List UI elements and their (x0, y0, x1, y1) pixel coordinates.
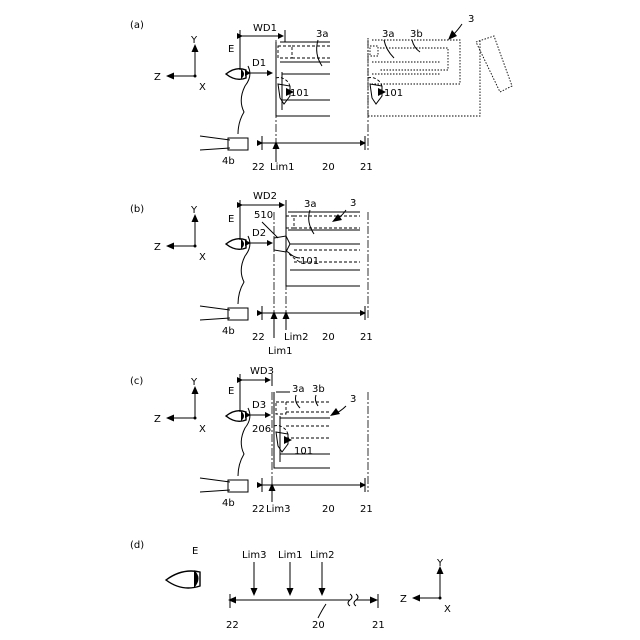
panel-b: (b) Y Z X E 4b WD2 (130, 191, 373, 357)
panel-d-lim1-marker: Lim1 (278, 550, 302, 596)
panel-b-axis-z: Z (154, 242, 161, 253)
panel-c-chin-rest: 4b (200, 478, 248, 509)
panel-c-axis-z: Z (154, 414, 161, 425)
panel-c-base-20: 20 (322, 504, 335, 515)
panel-a-eye-label: E (228, 44, 234, 55)
panel-c-base-21: 21 (360, 504, 373, 515)
panel-a-lim1-label: Lim1 (270, 162, 294, 173)
panel-d-axis-triad: Y Z X (400, 558, 451, 615)
panel-b-chin-rest: 4b (200, 306, 248, 337)
panel-a-housing-3a: 3a (276, 29, 330, 116)
panel-b-ref-101: 101 (300, 256, 319, 267)
panel-c-tag: (c) (130, 376, 143, 387)
panel-a-base-20: 20 (322, 162, 335, 173)
panel-a-ref-101-right: 101 (384, 88, 403, 99)
panel-a-chin-rest: 4b (200, 136, 248, 167)
panel-b-eye: E (226, 214, 250, 304)
panel-b-ref-510: 510 (254, 210, 273, 221)
panel-c-eye-label: E (228, 386, 234, 397)
panel-c-housing: 3a 3b 3 (274, 384, 356, 468)
panel-d-lim2-marker: Lim2 (310, 550, 334, 596)
panel-c-part-a: 3a (292, 384, 305, 395)
panel-b-housing: 3a 3 (286, 198, 360, 286)
panel-b-unit-3: 3 (350, 198, 356, 209)
panel-b-axis-x: X (199, 252, 206, 263)
panel-a-d-distance: D1 (250, 58, 272, 73)
panel-d-axis-y: Y (436, 558, 444, 569)
panel-a-base-21: 21 (360, 162, 373, 173)
panel-d-base-21: 21 (372, 620, 385, 631)
panel-d-base-22: 22 (226, 620, 239, 631)
panel-b-base-20: 20 (322, 332, 335, 343)
panel-a-base-22: 22 (252, 162, 265, 173)
panel-a: (a) Y Z X E 4b (130, 14, 512, 173)
panel-a-tag: (a) (130, 20, 144, 31)
panel-a-axis-y: Y (190, 35, 198, 46)
panel-d-eye: E (166, 546, 200, 588)
panel-c-lim3-marker: Lim3 (266, 483, 290, 515)
panel-c-eye: E (226, 386, 250, 476)
panel-a-unit-3b: 3b (410, 29, 423, 40)
panel-d: (d) E 22 20 21 Lim3 L (130, 540, 451, 631)
panel-d-lim2-label: Lim2 (310, 550, 334, 561)
panel-d-tag: (d) (130, 540, 144, 551)
panel-a-ref-101-left: 101 (290, 88, 309, 99)
panel-d-base-20: 20 (312, 620, 325, 631)
panel-c-ref-101: 101 (294, 446, 313, 457)
panel-d-eye-label: E (192, 546, 198, 557)
panel-a-part-a: 3a (316, 29, 329, 40)
panel-d-lim3-label: Lim3 (242, 550, 266, 561)
panel-c-axis-y: Y (190, 377, 198, 388)
panel-b-lim-markers: Lim2 Lim1 (268, 311, 308, 357)
panel-b-lim2-label: Lim2 (284, 332, 308, 343)
panel-a-nosepiece-101-right: 101 (368, 78, 403, 105)
panel-b-axis-triad: Y Z X (154, 205, 206, 263)
panel-a-stand-label: 4b (222, 156, 235, 167)
panel-b-d-distance: D2 (250, 228, 272, 243)
panel-d-axis-x: X (444, 604, 451, 615)
panel-c-d-distance: D3 206 (250, 400, 271, 435)
panel-b-part-a: 3a (304, 199, 317, 210)
panel-b-base-21: 21 (360, 332, 373, 343)
panel-d-lim1-label: Lim1 (278, 550, 302, 561)
panel-b-stand-label: 4b (222, 326, 235, 337)
panel-b-baseline: 22 20 21 (252, 306, 373, 343)
panel-a-d-label: D1 (252, 58, 266, 69)
panel-a-axis-triad: Y Z X (154, 35, 206, 93)
panel-b-d-label: D2 (252, 228, 266, 239)
panel-c-base-22: 22 (252, 504, 265, 515)
panel-c-stand-label: 4b (222, 498, 235, 509)
panel-c-part-b: 3b (312, 384, 325, 395)
panel-a-unit-3-outline: 3a 3b 3 (368, 14, 512, 116)
panel-b-tag: (b) (130, 204, 144, 215)
panel-b-base-22: 22 (252, 332, 265, 343)
panel-c-ref-206: 206 (252, 424, 271, 435)
panel-b-wd-label: WD2 (253, 191, 277, 202)
panel-d-baseline: 22 20 21 (226, 594, 385, 631)
panel-c-d-label: D3 (252, 400, 266, 411)
panel-c-axis-x: X (199, 424, 206, 435)
panel-c-lim3-label: Lim3 (266, 504, 290, 515)
panel-b-lim1-label: Lim1 (268, 346, 292, 357)
panel-c-unit-3: 3 (350, 394, 356, 405)
panel-b-eye-label: E (228, 214, 234, 225)
panel-b-axis-y: Y (190, 205, 198, 216)
panel-a-lim1-marker: Lim1 (270, 141, 294, 173)
panel-c-axis-triad: Y Z X (154, 377, 206, 435)
panel-a-unit-3: 3 (468, 14, 474, 25)
panel-a-wd-label: WD1 (253, 23, 277, 34)
panel-c: (c) Y Z X E 4b WD3 (130, 366, 373, 515)
panel-d-axis-z: Z (400, 594, 407, 605)
panel-a-axis-x: X (199, 82, 206, 93)
panel-d-lim3-marker: Lim3 (242, 550, 266, 596)
panel-c-wd-label: WD3 (250, 366, 274, 377)
panel-a-unit-3a: 3a (382, 29, 395, 40)
panel-a-axis-z: Z (154, 72, 161, 83)
panel-a-eye: E (226, 44, 250, 134)
